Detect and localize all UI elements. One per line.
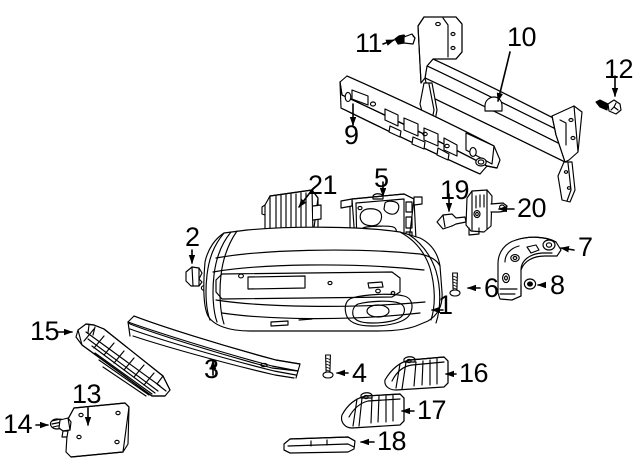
- part-bolt-right-edge: [595, 99, 622, 115]
- part-lower-valance-trim: [127, 315, 301, 379]
- callout-number-11[interactable]: 11: [355, 28, 383, 58]
- part-bumper-absorber: [339, 75, 501, 175]
- callout-number-15[interactable]: 15: [30, 316, 60, 346]
- part-bolt-small-upper: [394, 33, 416, 45]
- callout-number-8[interactable]: 8: [550, 270, 565, 300]
- callout-number-6[interactable]: 6: [484, 273, 499, 303]
- part-fog-lamp-bezel-right: [384, 356, 449, 391]
- callout-number-2[interactable]: 2: [185, 222, 200, 252]
- callout-number-14[interactable]: 14: [3, 409, 33, 439]
- callout-number-13[interactable]: 13: [72, 379, 102, 409]
- part-sensor-retainer: [436, 213, 467, 230]
- callout-number-1[interactable]: 1: [438, 290, 453, 320]
- callout-number-7[interactable]: 7: [578, 232, 593, 262]
- callout-number-5[interactable]: 5: [374, 163, 389, 193]
- callout-number-20[interactable]: 20: [517, 193, 547, 223]
- leader-lines: [35, 39, 619, 446]
- callout-number-21[interactable]: 21: [308, 170, 338, 200]
- part-lower-molding-strip: [283, 436, 356, 454]
- callout-number-4[interactable]: 4: [352, 358, 367, 388]
- part-license-plate-clip: [49, 417, 72, 438]
- part-nut-washer: [523, 278, 537, 290]
- callout-number-16[interactable]: 16: [459, 358, 489, 388]
- part-fog-lamp-bezel-left: [340, 392, 405, 429]
- callout-number-9[interactable]: 9: [344, 120, 359, 150]
- part-bumper-cover-clip: [185, 266, 208, 291]
- callout-number-3[interactable]: 3: [204, 354, 219, 384]
- part-side-bracket-right: [497, 236, 562, 301]
- part-screw-lower: [322, 354, 334, 379]
- callout-number-19[interactable]: 19: [440, 175, 470, 205]
- part-mounting-bracket-20: [465, 189, 508, 236]
- callout-number-18[interactable]: 18: [377, 426, 407, 456]
- callout-number-17[interactable]: 17: [417, 395, 447, 425]
- part-lower-grille: [75, 323, 171, 397]
- callout-number-12[interactable]: 12: [604, 54, 634, 84]
- callout-number-10[interactable]: 10: [507, 22, 537, 52]
- part-front-bumper-cover: [203, 226, 443, 332]
- part-license-plate-bracket: [65, 402, 130, 458]
